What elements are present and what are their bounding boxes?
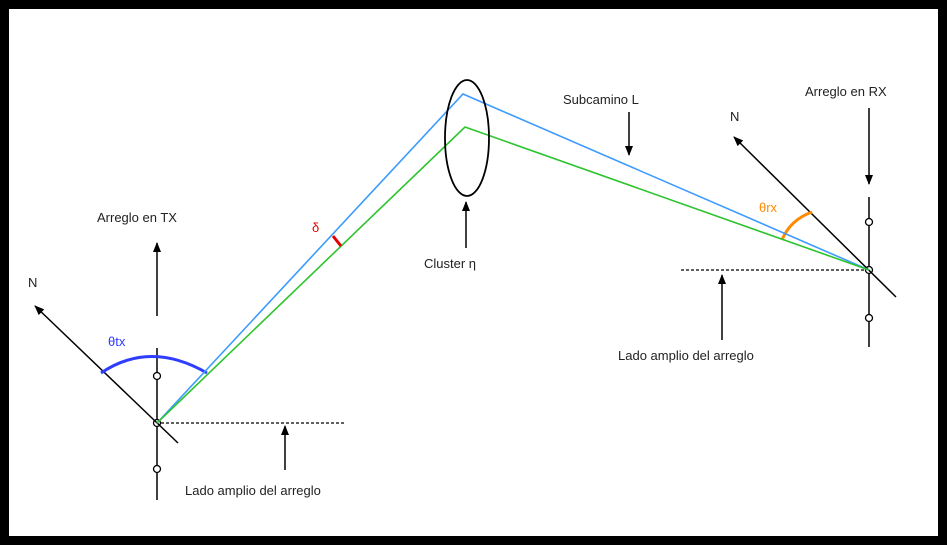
theta-tx-label: θtx [108,334,126,349]
tx-array-element-bottom [152,464,162,474]
delta-angle-mark [331,235,343,247]
rx-array-element-bottom [864,313,874,323]
subpath-blue-line [156,93,870,424]
subpath-label: Subcamino L [563,92,639,107]
theta-rx-label: θrx [759,200,778,215]
subpath-green-line [156,126,870,424]
rx-array [681,108,897,347]
cluster-ellipse [444,79,490,197]
rx-array-element-top [864,217,874,227]
delta-label: δ [312,220,319,235]
diagram-canvas: Arreglo en TX Arreglo en RX N N θtx θrx … [28,79,897,500]
tx-broadside-label: Lado amplio del arreglo [185,483,321,498]
tx-north-arrow [34,305,179,444]
theta-rx-arc [780,210,813,241]
theta-tx-arc [100,355,208,375]
tx-array-label: Arreglo en TX [97,210,177,225]
rx-broadside-label: Lado amplio del arreglo [618,348,754,363]
tx-array [34,242,345,500]
cluster-label: Cluster η [424,256,476,271]
north-label-tx: N [28,275,37,290]
north-label-rx: N [730,109,739,124]
rx-array-label: Arreglo en RX [805,84,887,99]
tx-array-element-top [152,371,162,381]
rx-north-arrow [733,136,897,298]
